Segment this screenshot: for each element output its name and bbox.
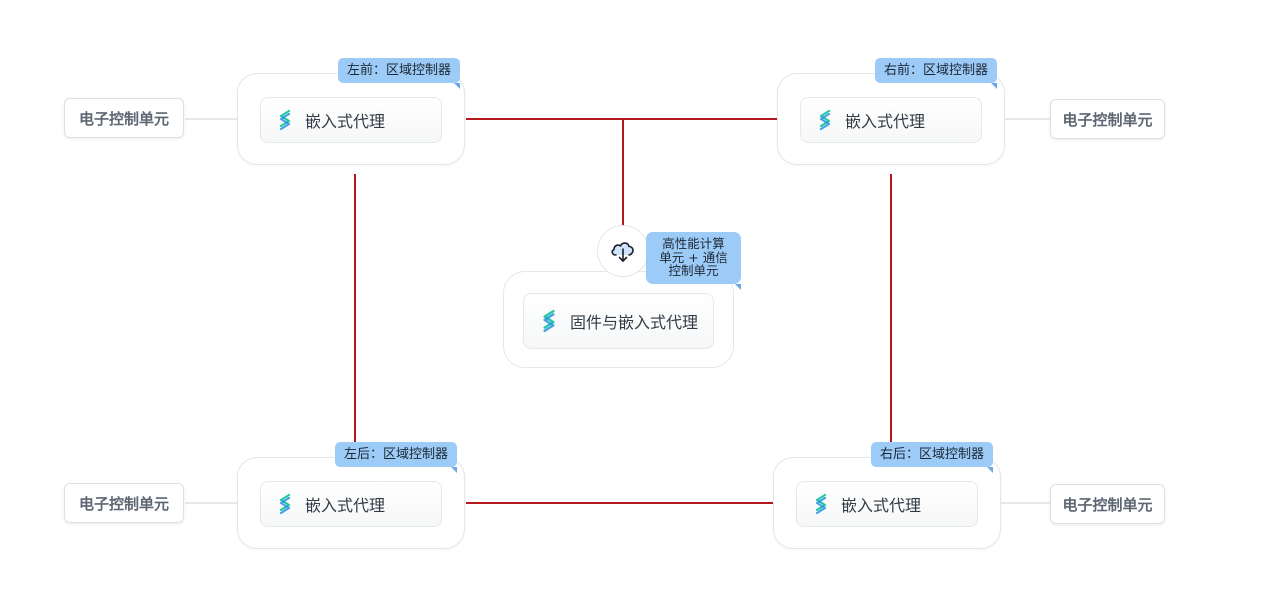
zone-tag-rear-left: 左后：区域控制器 (335, 442, 458, 473)
embedded-agent-card[interactable]: 嵌入式代理 (796, 481, 978, 527)
zone-tag-text: 左前：区域控制器 (347, 63, 452, 78)
stacked-s-logo-icon (815, 493, 827, 515)
ecu-rear-left: 电子控制单元 (64, 483, 184, 523)
agent-label: 嵌入式代理 (845, 112, 926, 131)
ecu-front-left: 电子控制单元 (64, 98, 184, 138)
cloud-download-icon (597, 225, 649, 277)
stacked-s-logo-icon (279, 109, 291, 131)
ecu-label: 电子控制单元 (78, 494, 169, 513)
stacked-s-logo-icon (279, 493, 291, 515)
agent-label: 嵌入式代理 (305, 112, 386, 131)
zone-controller-rear-left[interactable]: 嵌入式代理 (237, 457, 465, 549)
embedded-agent-card[interactable]: 嵌入式代理 (260, 481, 442, 527)
ecu-label: 电子控制单元 (78, 109, 169, 128)
central-compute-zone[interactable]: 固件与嵌入式代理 (503, 271, 734, 368)
ecu-label: 电子控制单元 (1062, 495, 1153, 514)
zone-tag-front-left: 左前：区域控制器 (338, 58, 461, 89)
stacked-s-logo-icon (543, 309, 555, 333)
zone-tag-text: 右后：区域控制器 (880, 447, 985, 462)
tag-line: 单元 + 通信 (659, 249, 728, 265)
tag-line: 控制单元 (668, 263, 719, 278)
agent-label: 固件与嵌入式代理 (570, 313, 699, 332)
zone-tag-front-right: 右前：区域控制器 (875, 58, 998, 89)
agent-label: 嵌入式代理 (305, 496, 386, 515)
zone-tag-rear-right: 右后：区域控制器 (871, 442, 994, 473)
agent-label: 嵌入式代理 (841, 496, 922, 515)
zone-tag-text: 右前：区域控制器 (884, 63, 989, 78)
embedded-agent-card[interactable]: 嵌入式代理 (800, 97, 982, 143)
firmware-agent-card[interactable]: 固件与嵌入式代理 (523, 293, 714, 349)
ecu-rear-right: 电子控制单元 (1050, 484, 1165, 524)
zone-controller-rear-right[interactable]: 嵌入式代理 (773, 457, 1001, 549)
central-compute-tag: 高性能计算 单元 + 通信 控制单元 (646, 232, 741, 290)
zone-tag-text: 左后：区域控制器 (344, 447, 449, 462)
stacked-s-logo-icon (819, 109, 831, 131)
zone-controller-front-right[interactable]: 嵌入式代理 (777, 73, 1005, 165)
ecu-label: 电子控制单元 (1062, 110, 1153, 129)
zone-controller-front-left[interactable]: 嵌入式代理 (237, 73, 465, 165)
embedded-agent-card[interactable]: 嵌入式代理 (260, 97, 442, 143)
tag-line: 高性能计算 (662, 236, 725, 251)
ecu-front-right: 电子控制单元 (1050, 99, 1165, 139)
